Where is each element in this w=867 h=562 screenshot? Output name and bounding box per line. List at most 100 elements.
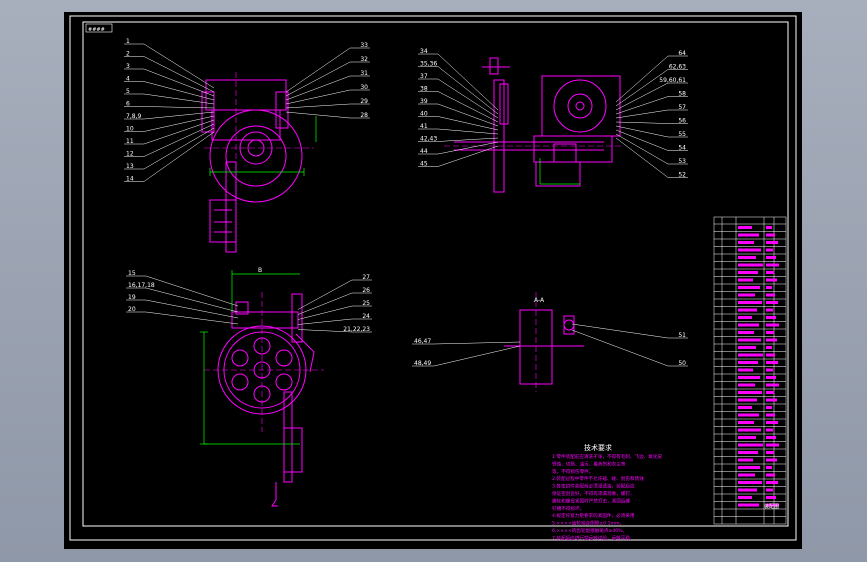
note-line: 2.装配过程中零件不允许磕、碰、划伤和锈蚀 xyxy=(552,475,644,482)
tr-gear-inner xyxy=(567,93,593,119)
parts-list-entry xyxy=(738,496,752,499)
top_left_callouts_left-leader xyxy=(143,119,215,145)
top_right_callouts_right-label: 64 xyxy=(678,50,686,57)
parts-list-entry xyxy=(766,361,778,364)
bl-clamp xyxy=(283,427,303,473)
note-line: 螺栓和螺母紧固时严禁打击，紧固后螺 xyxy=(552,497,631,504)
bottom_left_callouts_left-leader xyxy=(145,287,239,313)
parts-list-entry xyxy=(738,248,761,252)
top_right_callouts_right-leader xyxy=(615,69,669,107)
top_right_callouts_right-label: 57 xyxy=(678,104,686,111)
parts-list-entry xyxy=(766,323,779,327)
parts-list-entry xyxy=(738,286,760,289)
top_right_callouts_right-leader xyxy=(615,96,669,115)
parts-list-entry xyxy=(738,323,759,327)
top_right_callouts_right-leader xyxy=(615,55,669,103)
assembly-drawing: #### xyxy=(69,15,797,541)
tl-clamp xyxy=(209,199,237,243)
parts-list-entry xyxy=(766,473,775,477)
parts-list-entry xyxy=(766,391,774,394)
parts-list-entry xyxy=(766,346,772,349)
parts-list-entry xyxy=(766,338,777,342)
bottom_left_callouts_left-label: 15 xyxy=(128,270,136,277)
top_left_callouts_right-leader xyxy=(285,111,351,119)
top_right_callouts_right-label: 53 xyxy=(678,158,686,165)
top_left_callouts_right-label: 32 xyxy=(360,56,368,63)
parts-list-entry xyxy=(738,436,756,439)
parts-list-entry xyxy=(738,278,753,282)
top_right_callouts_right-leader xyxy=(615,82,669,111)
top_left_callouts_right-label: 28 xyxy=(360,112,368,119)
top_left_callouts_left-leader xyxy=(143,56,215,93)
top_left_callouts_left-leader xyxy=(143,43,215,89)
parts-list-entry xyxy=(738,406,752,409)
bottom_right_callouts_right-label: 50 xyxy=(678,360,686,367)
note-line: 7.装配后应进行空运转试验，运转平稳。 xyxy=(552,534,634,541)
top_left_callouts_left-label: 5 xyxy=(126,88,130,95)
bottom_right_callouts_left-leader xyxy=(433,345,521,367)
top_left_callouts_right-leader xyxy=(285,47,351,93)
bottom_right_callouts_right-label: 51 xyxy=(678,332,686,339)
parts-list-entry xyxy=(766,331,774,334)
parts-list-entry xyxy=(738,383,755,387)
bottom_left_callouts_right-leader xyxy=(297,292,353,315)
top_left_callouts_left-leader xyxy=(143,115,215,132)
parts-list-entry xyxy=(738,226,752,229)
top_right_callouts_left-label: 38 xyxy=(420,86,428,93)
bottom_left_callouts_right-leader xyxy=(297,318,353,325)
parts-list-entry xyxy=(766,278,777,282)
note-line: 保证密封良好，不得有渗漏现象，螺钉、 xyxy=(552,490,635,497)
top_left_callouts_left-leader xyxy=(143,106,215,109)
top_right_callouts_right-label: 55 xyxy=(678,131,686,138)
bottom_left_callouts_left-label: 20 xyxy=(128,306,136,313)
parts-list-entry xyxy=(766,481,778,484)
parts-list-entry xyxy=(738,391,762,394)
top_right_callouts_left-leader xyxy=(437,103,499,127)
br-bolt xyxy=(563,315,575,335)
bottom_left_callouts_left-leader xyxy=(145,311,239,325)
note-line: 5.××××齿轮啮合侧隙≥0.1mm。 xyxy=(552,520,624,527)
parts-list-entry xyxy=(738,271,758,274)
tl-top-housing xyxy=(205,79,287,111)
parts-list-entry xyxy=(766,436,776,439)
top_left_callouts_left-leader xyxy=(143,131,215,182)
top_left_callouts_left-leader xyxy=(143,93,215,105)
parts-list-entry xyxy=(766,496,776,499)
top_right_callouts_left-leader xyxy=(437,53,499,111)
parts-list-entry xyxy=(766,368,773,372)
scale-label: B xyxy=(258,267,262,274)
tr-shaft-vertical xyxy=(493,79,505,193)
parts-list-entry xyxy=(738,301,762,304)
tr-gear-outer xyxy=(553,79,607,133)
parts-list-entry xyxy=(766,233,775,237)
parts-list-entry xyxy=(738,451,758,454)
note-line: 钉槽不得损坏。 xyxy=(552,505,584,512)
parts-list-entry xyxy=(766,353,775,357)
parts-list-entry xyxy=(766,271,774,274)
bottom_left_callouts_right-label: 25 xyxy=(362,300,370,307)
parts-list-entry xyxy=(738,398,757,402)
bottom_left_callouts_left-label: 16,17,18 xyxy=(128,282,155,289)
bottom_right_callouts_left-leader xyxy=(433,341,521,345)
parts-list-entry xyxy=(766,503,779,507)
parts-list-entry xyxy=(738,346,756,349)
parts-list-entry xyxy=(738,233,759,237)
top_right_callouts_left-label: 41 xyxy=(420,123,428,130)
tl-vertical-rod xyxy=(225,161,237,253)
top_right_callouts_left-leader xyxy=(437,66,499,115)
top_left_callouts_left-label: 4 xyxy=(126,76,130,83)
bl-foot xyxy=(271,482,278,507)
top_left_callouts_right-label: 33 xyxy=(360,42,368,49)
parts-list-entry xyxy=(738,331,754,334)
top_right_callouts_right-label: 54 xyxy=(678,145,686,152)
top_left_callouts_right-leader xyxy=(285,61,351,97)
bottom_left_callouts_right-leader xyxy=(297,279,353,310)
top_left_callouts_left-leader xyxy=(143,68,215,97)
note-line: 等。不得损伤零件。 xyxy=(552,468,593,475)
corner-stamp-box xyxy=(85,23,113,33)
top_left_callouts_left-label: 1 xyxy=(126,38,130,45)
top_right_callouts_right-leader xyxy=(615,109,669,119)
parts-list-entry xyxy=(766,383,779,387)
note-line: 6.××××的齿轮副接触斑点≥40%。 xyxy=(552,527,627,534)
bottom_left_callouts_right-label: 24 xyxy=(362,313,370,320)
